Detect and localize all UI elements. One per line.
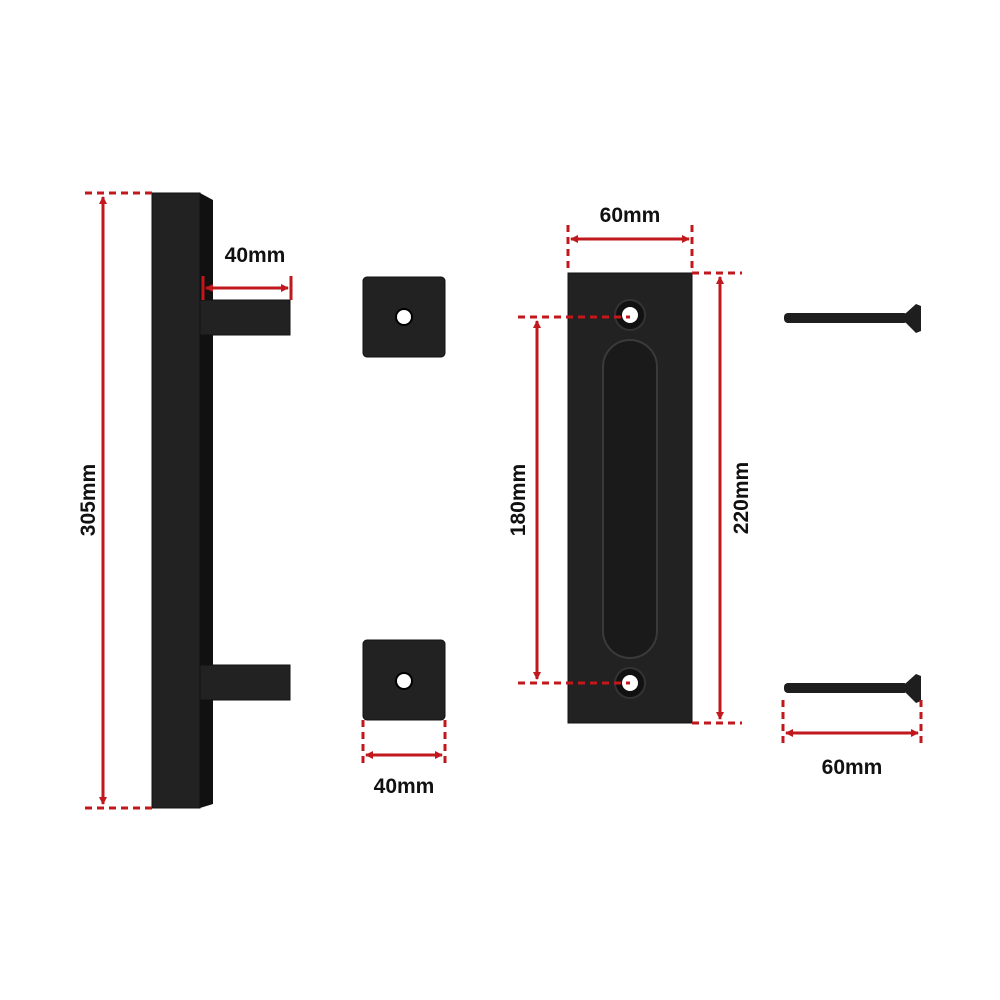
mount-plate-width-label: 40mm [374,775,435,798]
handle-projection-dimension: 40mm [201,244,293,300]
flush-pull-plate [567,272,693,724]
bar-handle [151,192,291,809]
screw-length-dimension: 60mm [781,700,923,779]
handle-length-dimension: 305mm [77,191,152,810]
screw-length-label: 60mm [822,756,883,779]
handle-upper-arm [199,299,291,336]
hole-spacing-dimension: 180mm [507,315,630,685]
flush-pull-width-dimension: 60mm [566,204,694,273]
screw-top [784,304,921,333]
flush-pull-height-dimension: 220mm [692,271,753,725]
finger-recess [602,339,658,659]
mounting-plate-top [362,276,446,358]
flush-pull-width-label: 60mm [600,204,661,227]
flush-pull-height-label: 220mm [730,462,753,534]
hole-spacing-label: 180mm [507,464,530,536]
screw-bottom [784,674,921,703]
mount-plate-width-dimension: 40mm [361,720,447,798]
mounting-plate-bottom [362,639,446,721]
handle-projection-label: 40mm [225,244,286,267]
handle-length-label: 305mm [77,464,100,536]
handle-lower-arm [199,664,291,701]
